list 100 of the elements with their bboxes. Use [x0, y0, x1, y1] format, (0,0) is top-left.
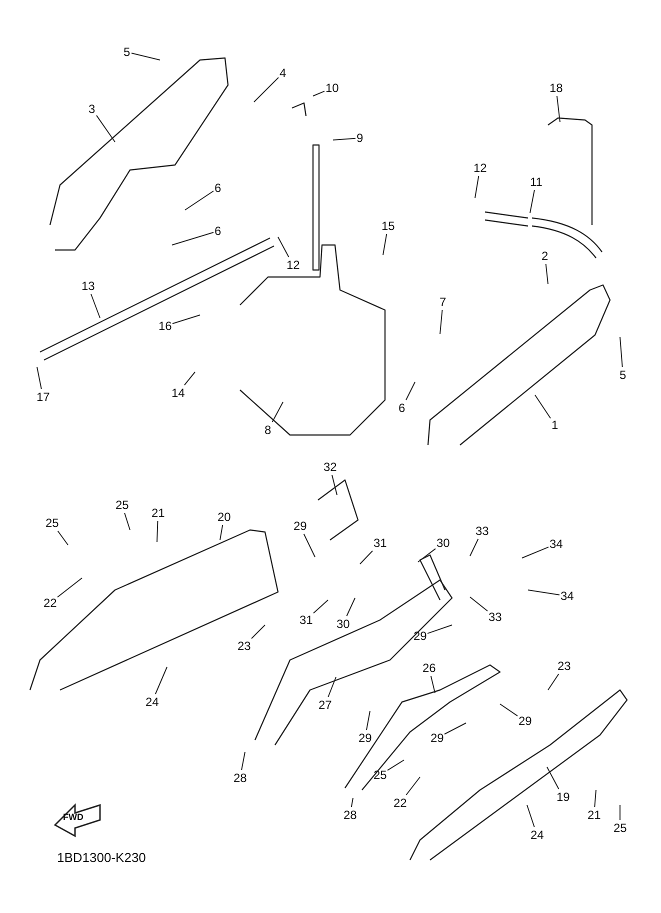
leader-line	[350, 798, 354, 808]
leader-line	[332, 474, 338, 496]
callout-number: 26	[422, 661, 436, 675]
callout-number: 12	[474, 161, 487, 175]
callout-number: 31	[300, 613, 313, 627]
callout-number: 8	[264, 423, 272, 437]
callout-number: 17	[36, 390, 50, 404]
leader-line	[241, 752, 246, 770]
callout-number: 34	[550, 537, 563, 551]
leader-line	[406, 776, 420, 796]
leader-line	[172, 314, 200, 324]
callout-number: 29	[430, 731, 444, 745]
leader-line	[430, 676, 436, 694]
callout-number: 15	[382, 219, 395, 233]
leader-line	[556, 96, 560, 122]
leader-line	[184, 190, 214, 210]
callout-number: 10	[326, 81, 339, 95]
leader-line	[251, 624, 266, 639]
callout-number: 28	[234, 771, 247, 785]
leader-line	[36, 366, 42, 390]
leader-line	[96, 114, 116, 142]
callout-number: 3	[88, 102, 96, 116]
callout-number: 7	[440, 295, 446, 309]
leader-line	[382, 234, 388, 256]
callout-number: 14	[172, 386, 185, 400]
callout-number: 27	[318, 698, 332, 712]
leader-line	[418, 548, 436, 562]
leader-line	[620, 336, 623, 368]
callout-number: 23	[238, 639, 251, 653]
leader-line	[534, 394, 551, 419]
callout-number: 24	[146, 695, 159, 709]
leader-line	[526, 804, 535, 828]
leader-line	[500, 704, 518, 716]
callout-number: 12	[286, 258, 300, 272]
callout-number: 28	[344, 808, 357, 822]
leader-line	[387, 760, 404, 771]
leader-line	[594, 790, 596, 808]
leader-line	[440, 310, 443, 334]
callout-number: 6	[214, 181, 222, 195]
callout-number: 1	[552, 418, 558, 432]
callout-number: 13	[82, 279, 95, 293]
callout-number: 16	[158, 319, 172, 333]
leader-line	[470, 538, 479, 556]
leader-line	[90, 294, 100, 318]
leader-line	[427, 624, 452, 634]
callout-number: 29	[414, 629, 427, 643]
leader-line	[156, 520, 158, 542]
callout-number: 5	[124, 45, 130, 59]
leader-line	[545, 264, 548, 284]
callout-number: 2	[542, 249, 548, 263]
leader-line	[346, 598, 356, 616]
leader-line	[124, 512, 130, 530]
leader-line	[303, 534, 316, 558]
leader-line	[366, 710, 370, 730]
leader-line	[57, 578, 82, 598]
leader-line	[131, 52, 160, 60]
callout-number: 25	[116, 498, 129, 512]
callout-number: 30	[436, 536, 450, 550]
callout-number: 33	[476, 524, 489, 538]
leader-line	[254, 77, 279, 102]
callout-number: 20	[218, 510, 231, 524]
callout-number: 22	[44, 596, 57, 610]
leader-line	[530, 190, 535, 214]
callout-number: 32	[324, 460, 337, 474]
callout-number: 25	[614, 821, 627, 835]
callout-number: 25	[374, 768, 387, 782]
leader-line	[184, 372, 196, 386]
leader-line	[522, 546, 549, 558]
leader-line	[470, 596, 488, 612]
leader-line	[172, 232, 214, 246]
callout-number: 29	[358, 731, 372, 745]
leader-line	[272, 402, 284, 422]
leader-line	[328, 676, 336, 698]
callout-number: 6	[214, 224, 222, 238]
drawing-code: 1BD1300-K230	[57, 850, 146, 865]
callout-number: 23	[558, 659, 571, 673]
leader-line	[154, 666, 168, 694]
leader-line	[474, 176, 480, 198]
callout-number: 21	[588, 808, 601, 822]
leader-line	[220, 524, 224, 540]
leader-line	[444, 722, 466, 735]
callout-number: 9	[356, 131, 364, 145]
direction-label: FWD	[63, 812, 84, 822]
leader-line	[278, 236, 290, 258]
callout-number: 29	[294, 519, 307, 533]
callout-number: 33	[488, 610, 502, 624]
callout-number: 24	[530, 828, 544, 842]
callout-number: 25	[46, 516, 59, 530]
callout-number: 30	[336, 617, 350, 631]
callout-number: 6	[398, 401, 406, 415]
callout-number: 34	[560, 589, 574, 603]
leader-line	[312, 90, 325, 96]
callout-number: 29	[518, 714, 532, 728]
leader-line	[332, 138, 356, 140]
callout-number: 4	[280, 66, 286, 80]
leader-line	[360, 550, 373, 564]
callout-number: 22	[394, 796, 407, 810]
leader-line	[57, 530, 68, 546]
callout-number: 31	[374, 536, 387, 550]
leader-line	[548, 674, 560, 690]
